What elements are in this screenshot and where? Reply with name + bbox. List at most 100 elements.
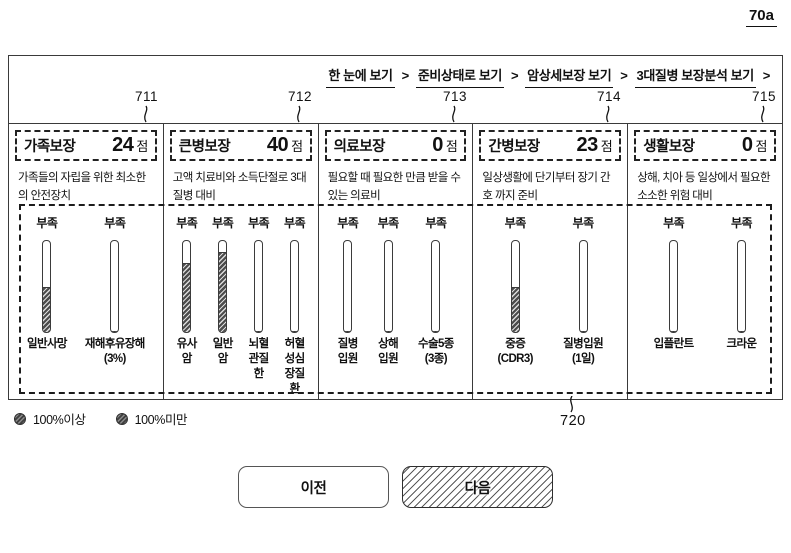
bar-status-label: 부족 [730, 216, 753, 230]
bar-label: 일반 암 [212, 338, 234, 365]
ref-number-713: 713 [443, 89, 468, 104]
bar-status-label: 부족 [377, 216, 400, 230]
bar-surgery-5-types: 부족 수술5종 (3종) [418, 214, 454, 367]
bar-fill [111, 331, 119, 332]
nav-link-cancer-detail-view[interactable]: 암상세보장 보기 [525, 65, 614, 88]
legend: 100%이상 100%미만 [14, 409, 188, 428]
bar-general-cancer: 부족 일반 암 [212, 214, 234, 367]
bar-track [182, 240, 192, 333]
bar-label: 뇌혈 관질 한 [248, 338, 270, 380]
ref-number-711: 711 [135, 89, 159, 104]
panel-description: 상해, 치아 등 일상에서 필요한 소소한 위험 대비 [637, 172, 770, 202]
ref-number-712: 712 [288, 89, 313, 104]
previous-button[interactable]: 이전 [238, 466, 389, 508]
bar-fill [344, 331, 352, 332]
bar-group: 부족 입플란트 부족 크라운 [628, 214, 782, 352]
bar-label: 상해 입원 [378, 338, 399, 365]
panel-description: 고액 치료비와 소득단절로 3대 질병 대비 [172, 172, 307, 202]
score-value: 0 [741, 134, 753, 156]
bar-cerebrovascular-disease: 부족 뇌혈 관질 한 [248, 214, 270, 382]
legend-item-under-100: 100%미만 [115, 409, 188, 428]
bar-status-label: 부족 [36, 216, 58, 230]
nav-link-at-a-glance[interactable]: 한 눈에 보기 [326, 65, 395, 88]
bar-fill [670, 331, 678, 332]
bar-fill [291, 331, 299, 332]
navigation-buttons: 이전 다음 [0, 466, 791, 508]
bar-track [218, 240, 228, 333]
bar-label: 질병입원 (1일) [563, 338, 604, 365]
bar-quasi-cancer: 부족 유사 암 [176, 214, 198, 367]
nav-separator: > [401, 68, 410, 83]
bar-track [42, 240, 52, 333]
bar-disease-hospitalization: 부족 질병 입원 [337, 214, 359, 367]
bar-track [110, 240, 120, 333]
score-unit: 점 [136, 139, 148, 154]
bar-ischemic-heart-disease: 부족 허혈 성심 장질 환 [284, 214, 306, 397]
panel-title: 가족보장 [24, 139, 76, 155]
bar-fill [579, 331, 587, 332]
bar-fill [738, 331, 745, 332]
bar-crown: 부족 크라운 [727, 214, 758, 352]
next-button[interactable]: 다음 [402, 466, 553, 508]
figure-label: 70a [745, 7, 777, 27]
bar-disease-hospitalization-1day: 부족 질병입원 (1일) [563, 214, 604, 367]
bar-track [343, 240, 353, 333]
bar-general-death: 부족 일반사망 [27, 214, 68, 352]
bar-status-label: 부족 [663, 216, 685, 230]
legend-item-100-or-more: 100%이상 [14, 409, 86, 428]
bar-label: 수술5종 (3종) [417, 338, 454, 365]
nav-separator: > [510, 68, 519, 83]
nav-link-readiness-view[interactable]: 준비상태로 보기 [415, 65, 504, 88]
ref-number-720: 720 [560, 413, 586, 429]
score-value: 23 [576, 134, 598, 156]
bar-status-label: 부족 [337, 216, 359, 230]
bar-status-label: 부족 [248, 216, 270, 230]
bar-status-label: 부족 [284, 216, 306, 230]
score-unit: 점 [755, 139, 768, 154]
nav-link-3-major-disease-view[interactable]: 3대질병 보장분석 보기 [634, 65, 756, 88]
bar-track [383, 240, 393, 333]
bar-implant: 부족 입플란트 [653, 214, 695, 352]
score-value: 24 [112, 134, 134, 156]
bar-track [510, 240, 520, 333]
bar-group: 부족 중증 (CDR3) 부족 질병입원 (1일) [473, 214, 627, 367]
bar-track [290, 240, 300, 333]
bar-track [254, 240, 264, 333]
bar-status-label: 부족 [104, 216, 126, 230]
bar-label: 허혈 성심 장질 환 [284, 338, 306, 395]
bar-status-label: 부족 [504, 216, 527, 230]
pointer-line-713 [452, 105, 456, 123]
view-mode-nav: 한 눈에 보기 > 준비상태로 보기 > 암상세보장 보기 > 3대질병 보장분… [326, 65, 770, 88]
bar-fill [384, 331, 392, 332]
nav-separator: > [762, 68, 771, 83]
bar-status-label: 부족 [212, 216, 234, 230]
nav-separator: > [620, 68, 628, 83]
pointer-line-714 [606, 105, 610, 123]
hatched-circle-icon [14, 412, 26, 425]
bar-track [578, 240, 588, 333]
bar-status-label: 부족 [425, 216, 447, 230]
panel-title: 생활보장 [643, 139, 695, 155]
bar-fill [219, 251, 227, 332]
bar-track [669, 240, 679, 333]
bar-label: 입플란트 [653, 338, 695, 350]
bar-label: 중증 (CDR3) [497, 338, 534, 365]
panel-description: 가족들의 자립을 위한 최소한의 안전장치 [18, 172, 146, 202]
score-unit: 점 [600, 139, 613, 154]
bar-track [431, 240, 441, 333]
bar-label: 유사 암 [176, 338, 198, 365]
panel-title: 간병보장 [488, 139, 540, 155]
